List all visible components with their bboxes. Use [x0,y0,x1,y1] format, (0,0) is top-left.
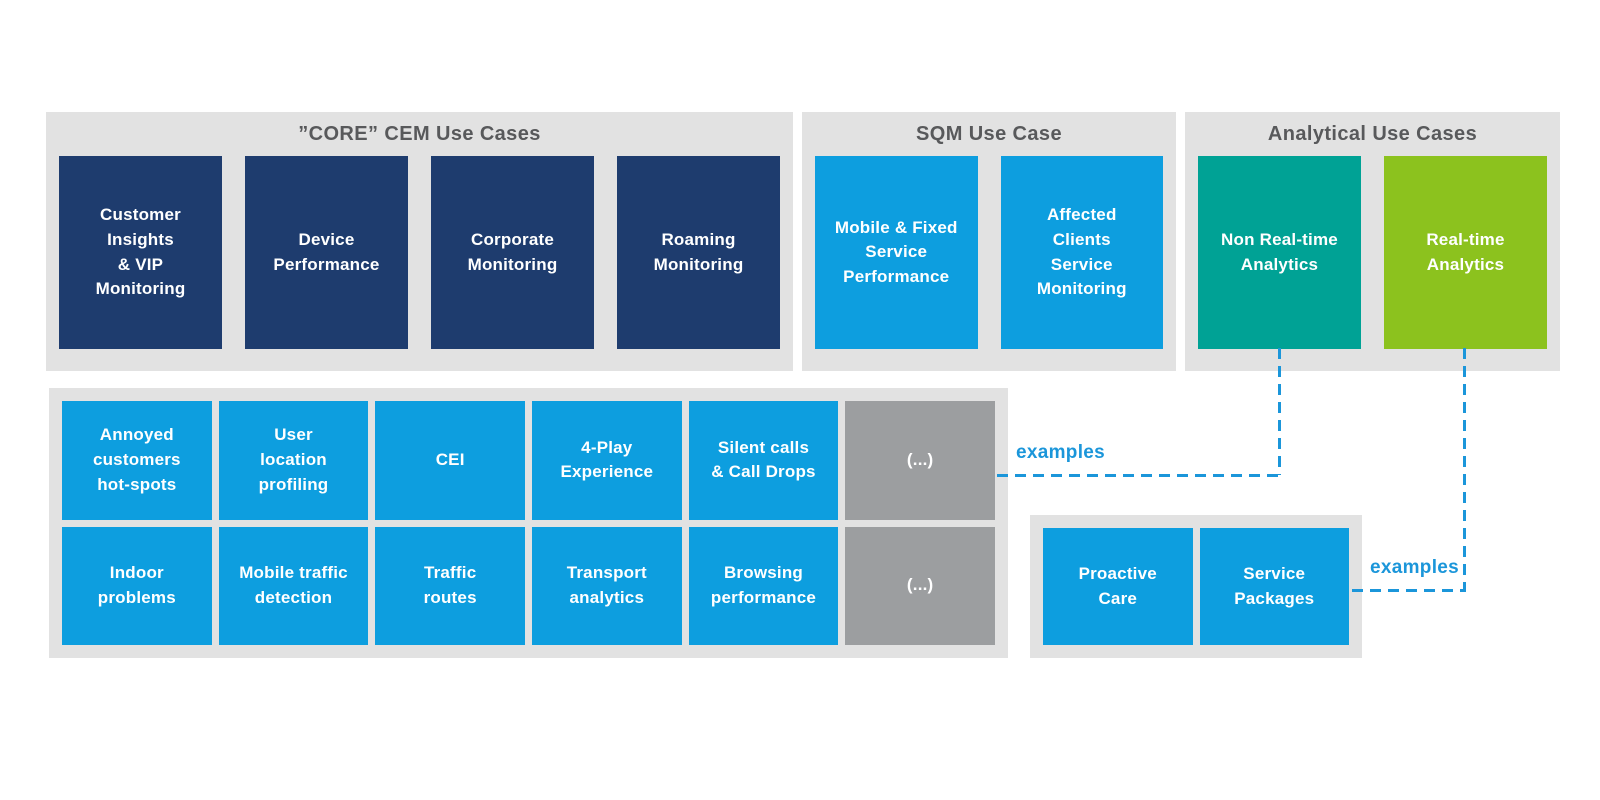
connector-real-time-vertical [1463,348,1466,590]
box-non-real-time-analytics: Non Real-time Analytics [1198,156,1361,349]
box-silent-calls-call-drops: Silent calls & Call Drops [688,401,839,520]
panel-sqm-use-case: SQM Use Case Mobile & Fixed Service Perf… [802,112,1176,371]
panel-non-real-time-examples: Annoyed customers hot-spots User locatio… [49,388,1008,658]
box-traffic-routes: Traffic routes [375,526,525,645]
panel-core-title: ”CORE” CEM Use Cases [298,122,541,145]
panel-analytical-title: Analytical Use Cases [1267,122,1478,145]
examples-label-left: examples [1016,442,1106,463]
box-4-play-experience: 4-Play Experience [532,401,682,520]
box-device-performance: Device Performance [245,156,408,349]
box-more-examples-row2: (...) [845,526,995,645]
box-roaming-monitoring: Roaming Monitoring [617,156,780,349]
panel-core-box-row: Customer Insights & VIP Monitoring Devic… [46,156,793,349]
box-transport-analytics: Transport analytics [532,526,682,645]
connector-non-real-time-horizontal [997,474,1281,477]
panel-analytical-use-cases: Analytical Use Cases Non Real-time Analy… [1185,112,1560,371]
panel-core-cem-use-cases: ”CORE” CEM Use Cases Customer Insights &… [46,112,793,371]
box-annoyed-customers-hot-spots: Annoyed customers hot-spots [62,401,212,520]
examples-label-right: examples [1370,557,1460,578]
connector-real-time-horizontal [1352,589,1466,592]
panel-analytical-box-row: Non Real-time Analytics Real-time Analyt… [1185,156,1560,349]
box-more-examples-row1: (...) [845,401,995,520]
box-cei: CEI [375,401,525,520]
box-proactive-care: Proactive Care [1043,528,1193,645]
box-browsing-performance: Browsing performance [688,526,839,645]
box-mobile-traffic-detection: Mobile traffic detection [218,526,369,645]
connector-non-real-time-vertical [1278,348,1281,475]
box-user-location-profiling: User location profiling [218,401,369,520]
panel-sqm-title: SQM Use Case [916,122,1062,145]
box-service-packages: Service Packages [1199,528,1349,645]
panel-real-time-examples: Proactive Care Service Packages [1030,515,1362,658]
panel-sqm-box-row: Mobile & Fixed Service Performance Affec… [802,156,1176,349]
box-real-time-analytics: Real-time Analytics [1384,156,1547,349]
box-mobile-fixed-service-performance: Mobile & Fixed Service Performance [815,156,978,349]
box-customer-insights-vip-monitoring: Customer Insights & VIP Monitoring [59,156,222,349]
box-corporate-monitoring: Corporate Monitoring [431,156,594,349]
box-affected-clients-service-monitoring: Affected Clients Service Monitoring [1000,156,1163,349]
box-indoor-problems: Indoor problems [62,526,212,645]
